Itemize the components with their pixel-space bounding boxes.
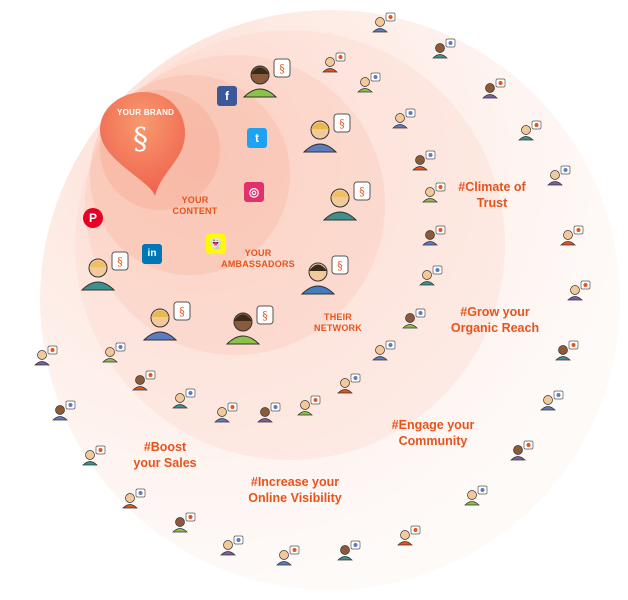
grow-organic-reach-label: #Grow your Organic Reach (440, 305, 550, 336)
badge-glyph: § (337, 259, 343, 272)
their-network-line1: THEIR (324, 312, 352, 322)
network-person-icon (172, 388, 196, 409)
network-person-icon (555, 340, 579, 361)
network-person-icon (132, 370, 156, 391)
network-person-icon (372, 12, 396, 33)
increase-line1: #Increase your (250, 475, 340, 489)
network-person-icon (432, 38, 456, 59)
your-content-line1: YOUR (181, 195, 209, 205)
network-person-icon (357, 72, 381, 93)
network-person-icon (422, 225, 446, 246)
network-person-icon (464, 485, 488, 506)
instagram-icon[interactable]: ◎ (244, 182, 264, 202)
ambassador-avatar: § (300, 255, 349, 295)
facebook-icon[interactable]: f (217, 86, 237, 106)
twitter-icon[interactable]: t (247, 128, 267, 148)
ambassador-avatar: § (302, 113, 351, 153)
network-person-icon (276, 545, 300, 566)
climate-line2: Trust (476, 195, 508, 210)
network-person-icon (510, 440, 534, 461)
snapchat-icon[interactable]: 👻 (206, 234, 226, 254)
badge-glyph: § (262, 309, 268, 322)
network-person-icon (337, 373, 361, 394)
grow-line1: #Grow your (460, 305, 530, 319)
network-person-icon (402, 308, 426, 329)
badge-glyph: § (179, 305, 185, 318)
network-person-icon (547, 165, 571, 186)
your-ambassadors-line1: YOUR (244, 248, 272, 258)
network-person-icon (397, 525, 421, 546)
their-network-label: THEIR NETWORK (308, 312, 368, 335)
network-person-icon (122, 488, 146, 509)
linkedin-icon[interactable]: in (142, 244, 162, 264)
network-person-icon (372, 340, 396, 361)
your-ambassadors-label: YOUR AMBASSADORS (218, 248, 298, 271)
network-person-icon (482, 78, 506, 99)
ambassador-avatar: § (242, 58, 291, 98)
your-content-label: YOUR CONTENT (165, 195, 225, 218)
brand-drop-icon (100, 92, 185, 196)
grow-line2: Organic Reach (450, 320, 540, 335)
engage-line1: #Engage your (391, 418, 475, 432)
engage-line2: Community (398, 433, 468, 448)
your-ambassadors-line2: AMBASSADORS (221, 259, 295, 270)
network-person-icon (412, 150, 436, 171)
network-person-icon (52, 400, 76, 421)
boost-sales-label: #Boost your Sales (120, 440, 210, 471)
network-person-icon (392, 108, 416, 129)
network-person-icon (560, 225, 584, 246)
network-person-icon (220, 535, 244, 556)
brand-label: YOUR BRAND (117, 108, 175, 117)
network-person-icon (567, 280, 591, 301)
network-person-icon (322, 52, 346, 73)
network-person-icon (102, 342, 126, 363)
network-person-icon (337, 540, 361, 561)
badge-glyph: § (359, 185, 365, 198)
increase-line2: Online Visibility (248, 490, 342, 505)
network-person-icon (172, 512, 196, 533)
your-content-line2: CONTENT (172, 206, 218, 217)
network-person-icon (257, 402, 281, 423)
ambassador-avatar: § (80, 251, 129, 291)
network-person-icon (419, 265, 443, 286)
pinterest-icon[interactable]: P (83, 208, 103, 228)
network-person-icon (82, 445, 106, 466)
boost-line2: your Sales (133, 455, 197, 470)
network-person-icon (422, 182, 446, 203)
increase-visibility-label: #Increase your Online Visibility (235, 475, 355, 506)
climate-line1: #Climate of (458, 180, 526, 194)
engage-community-label: #Engage your Community (378, 418, 488, 449)
badge-glyph: § (279, 62, 285, 75)
network-person-icon (34, 345, 58, 366)
ambassador-avatar: § (322, 181, 371, 221)
network-person-icon (297, 395, 321, 416)
climate-of-trust-label: #Climate of Trust (442, 180, 542, 211)
outer-ring (40, 10, 620, 590)
badge-glyph: § (117, 255, 123, 268)
badge-glyph: § (339, 117, 345, 130)
ambassador-avatar: § (142, 301, 191, 341)
their-network-line2: NETWORK (314, 323, 362, 334)
network-person-icon (214, 402, 238, 423)
network-person-icon (518, 120, 542, 141)
network-person-icon (540, 390, 564, 411)
ambassador-avatar: § (225, 305, 274, 345)
brand-logo-icon: § (133, 122, 148, 157)
boost-line1: #Boost (143, 440, 187, 454)
